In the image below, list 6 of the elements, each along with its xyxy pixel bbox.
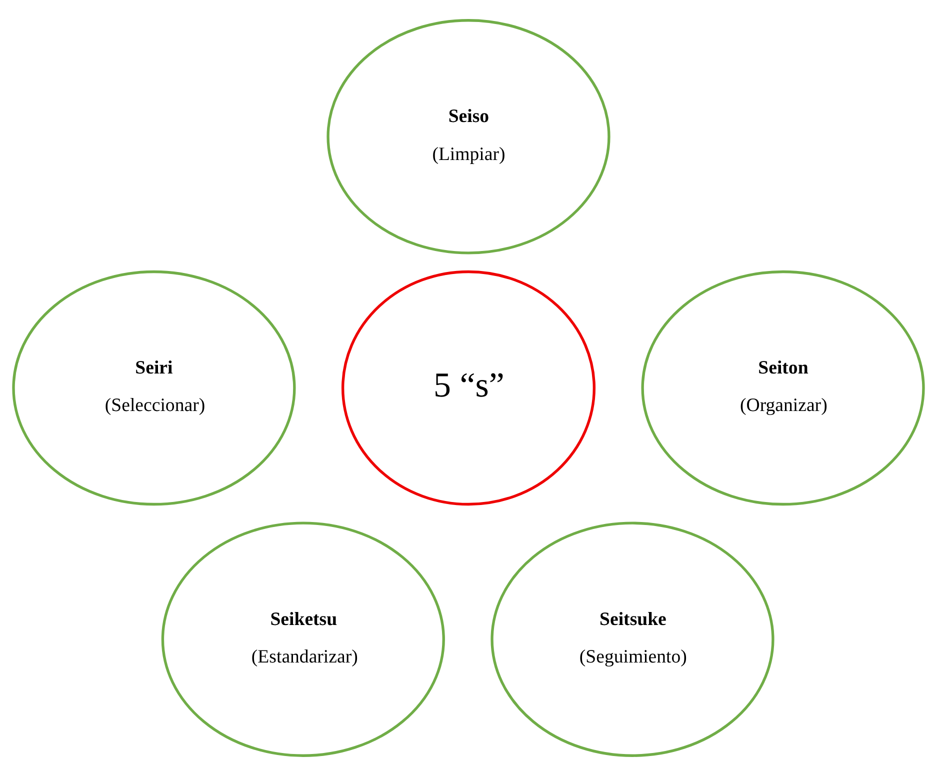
node-ellipse: Seitsuke (Seguimiento) bbox=[490, 522, 774, 757]
node-ellipse: Seiri (Seleccionar) bbox=[12, 270, 296, 506]
node-ellipse: Seiketsu (Estandarizar) bbox=[161, 522, 445, 757]
node-circle: 5 “s” bbox=[341, 270, 596, 506]
node-ellipse: Seiso (Limpiar) bbox=[326, 19, 610, 254]
node-ellipse: Seiton (Organizar) bbox=[641, 270, 925, 506]
